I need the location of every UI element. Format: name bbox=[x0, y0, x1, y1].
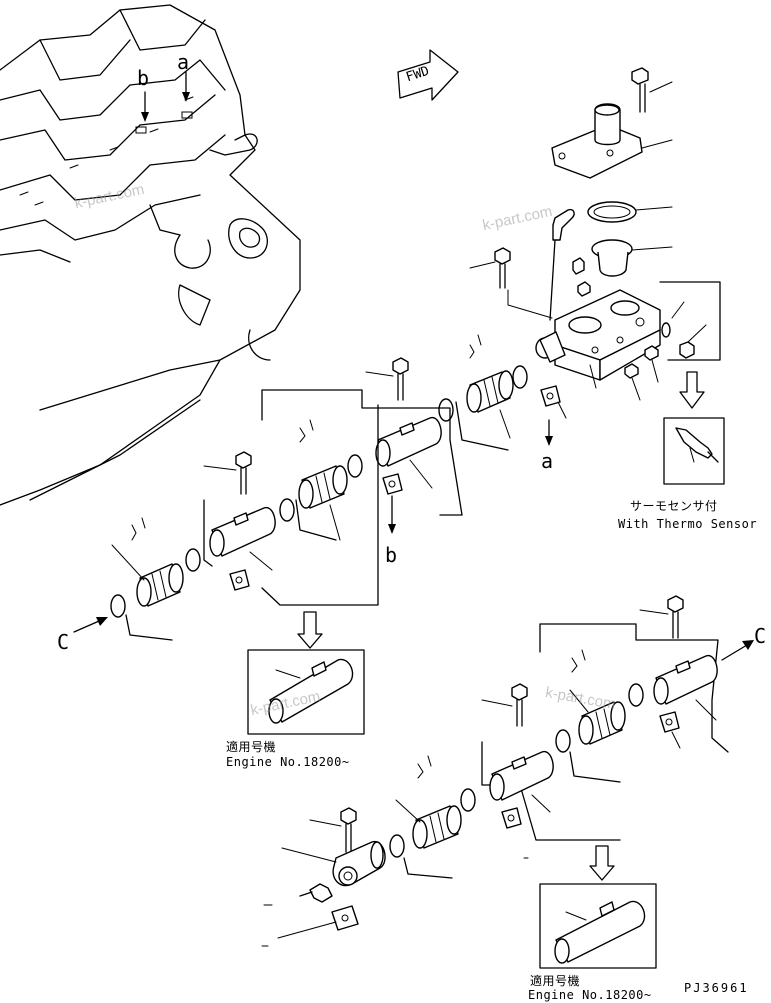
seal-ring-upper-0 bbox=[110, 594, 173, 641]
arrow-c-left bbox=[73, 617, 108, 633]
thermo-sensor-option bbox=[659, 281, 725, 485]
bolt-upper-center bbox=[365, 357, 409, 401]
thermostat-housing bbox=[535, 289, 661, 381]
variant-box-upper bbox=[247, 611, 365, 735]
pipe-sleeve-upper-1 bbox=[111, 544, 184, 607]
thermo-sensor-en: With Thermo Sensor bbox=[618, 517, 758, 531]
gasket-lower-right bbox=[659, 711, 681, 749]
thermostat-gasket bbox=[587, 201, 673, 223]
housing-plugs bbox=[589, 345, 659, 401]
pipe-lower-right bbox=[653, 655, 718, 721]
thermostat-cover-bolt bbox=[631, 67, 673, 113]
seal-ring-lower-1 bbox=[389, 834, 453, 879]
elbow-gasket bbox=[261, 905, 359, 947]
engine-port-arrows bbox=[141, 71, 190, 122]
port-b-label-top: b bbox=[137, 66, 150, 90]
seal-ring-lower-2b bbox=[555, 729, 621, 783]
applicable-engine-jp-upper: 適用号機 bbox=[226, 740, 277, 754]
thermostat bbox=[591, 239, 673, 277]
gasket-a bbox=[540, 385, 567, 446]
engine-block bbox=[0, 4, 301, 506]
variant-box-lower bbox=[539, 845, 657, 969]
pipe-sleeve-lower-3 bbox=[569, 689, 626, 745]
pipe-sleeve-upper-3 bbox=[466, 370, 514, 439]
applicable-engine-jp-lower: 適用号機 bbox=[530, 974, 581, 988]
seal-ring-upper-1b bbox=[279, 498, 337, 541]
temp-sensor bbox=[263, 883, 333, 906]
port-a-label-top: a bbox=[177, 50, 190, 74]
engine-number-lower: Engine No.18200~ bbox=[528, 988, 652, 1002]
thermo-sensor-jp: サーモセンサ付 bbox=[630, 499, 718, 513]
bolt-lower-left bbox=[309, 807, 357, 853]
seal-ring-upper-2 bbox=[299, 419, 363, 478]
outlet-elbow bbox=[281, 841, 386, 887]
gasket-left bbox=[229, 569, 250, 591]
fwd-arrow bbox=[397, 49, 459, 101]
pipe-upper-center bbox=[375, 417, 442, 489]
drawing-code: PJ36961 bbox=[684, 981, 749, 995]
pipe-sleeve-upper-2 bbox=[298, 465, 348, 541]
thermostat-cover bbox=[551, 103, 673, 179]
bracket-left bbox=[203, 499, 213, 567]
gasket-lower-center bbox=[501, 807, 529, 859]
housing-bolt bbox=[469, 247, 553, 319]
c-label-right: C bbox=[754, 624, 767, 648]
bolt-lower-center bbox=[481, 683, 528, 727]
port-a-label: a bbox=[541, 449, 554, 473]
pipe-lower-center bbox=[489, 751, 554, 813]
hose-fitting bbox=[549, 208, 591, 321]
bolt-lower-right bbox=[639, 595, 684, 639]
seal-ring-lower-3 bbox=[571, 649, 644, 707]
seal-ring-upper-1 bbox=[131, 517, 201, 572]
option-bracket-upper bbox=[261, 389, 463, 606]
c-label-left: C bbox=[57, 630, 70, 654]
bolt-upper-left bbox=[203, 451, 252, 495]
seal-ring-upper-3 bbox=[469, 334, 528, 389]
arrow-c-right bbox=[721, 640, 754, 661]
port-b-label: b bbox=[385, 543, 398, 567]
pipe-upper-left bbox=[209, 507, 276, 571]
seal-ring-lower-2 bbox=[417, 755, 476, 812]
gasket-b bbox=[382, 473, 403, 534]
engine-number-upper: Engine No.18200~ bbox=[226, 755, 350, 769]
pipe-sleeve-lower-2 bbox=[395, 799, 462, 849]
